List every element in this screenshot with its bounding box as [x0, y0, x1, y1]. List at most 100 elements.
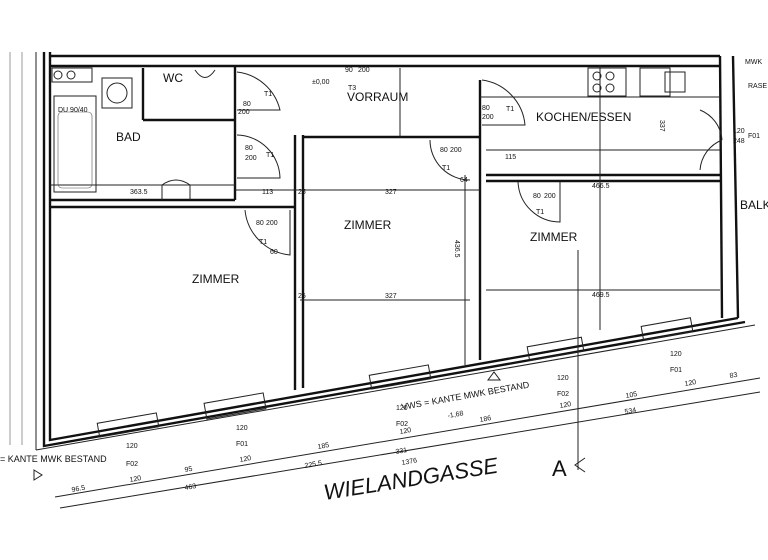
- door-width: 80: [440, 147, 448, 154]
- room-label-vorraum: VORRAUM: [347, 90, 408, 104]
- windows: [96, 317, 694, 438]
- dimension: 113: [262, 189, 273, 196]
- outer-walls: [35, 52, 756, 451]
- door-width: 80: [256, 220, 264, 227]
- level-note: -1,68: [447, 410, 464, 420]
- dimension: 469.5: [592, 292, 610, 299]
- dimension: 466.5: [592, 183, 610, 190]
- door-height: 200: [238, 109, 250, 116]
- room-label-zimmer-right: ZIMMER: [530, 230, 578, 244]
- dimension: 25: [298, 189, 306, 196]
- section-arrow-icon: [33, 469, 43, 481]
- window-type: F02: [396, 421, 408, 428]
- dimension: 534: [624, 407, 637, 416]
- wc-sink: [194, 69, 216, 78]
- washing-machine: [101, 77, 133, 109]
- room-label-zimmer-middle: ZIMMER: [344, 218, 392, 232]
- dimension: 436.5: [453, 240, 460, 258]
- dimension: 327: [385, 293, 397, 300]
- window-type: F02: [126, 461, 138, 468]
- interior-dimensions: 363.5 113 25 327 327 25 115 466.5 469.5 …: [130, 120, 665, 300]
- door-width: 80: [482, 105, 490, 112]
- window-size: 120: [396, 405, 408, 412]
- door-type: T1: [536, 209, 544, 216]
- interior-walls: [50, 65, 720, 390]
- section-mark: A: [552, 456, 567, 481]
- door-type: T1: [259, 239, 267, 246]
- triangle-marker-icon: [487, 371, 501, 381]
- toilet: [161, 179, 191, 200]
- dimension: 363.5: [130, 189, 148, 196]
- bathtub: [53, 95, 97, 193]
- door-width: 80: [245, 145, 253, 152]
- window-type: F02: [557, 391, 569, 398]
- mwk-label: MWK: [745, 59, 762, 66]
- door-height: 248: [733, 138, 745, 145]
- door-type: T1: [264, 91, 272, 98]
- door-width: 120: [733, 128, 745, 135]
- window-size: 120: [557, 375, 569, 382]
- dimension: 120: [684, 379, 697, 388]
- dimension: 25: [298, 293, 306, 300]
- bottom-dimensions: 96.5 120 95 463 120 185 225.5 120 331 18…: [71, 372, 738, 494]
- dimension: 105: [625, 391, 638, 400]
- dimension: 120: [399, 427, 412, 436]
- dimension: 120: [559, 401, 572, 410]
- door-height: 200: [245, 155, 257, 162]
- dimension: 120: [239, 455, 252, 464]
- level-label: ±0,00: [312, 79, 330, 86]
- door-type: T1: [266, 152, 274, 159]
- dimension: 331: [395, 447, 408, 456]
- window-size: 120: [126, 443, 138, 450]
- dimension: 120: [129, 475, 142, 484]
- room-label-zimmer-left: ZIMMER: [192, 272, 240, 286]
- door-swings: [236, 71, 723, 256]
- door-height: 200: [482, 114, 494, 121]
- dimension: 337: [658, 120, 665, 132]
- door-labels: 80 200 T1 80 200 T1 80 200 T1 80 200 T1 …: [238, 67, 760, 246]
- room-label-wc: WC: [163, 71, 183, 85]
- window-labels: F02 F01 F02 F02 F01 120 120 120 120 120: [126, 351, 682, 468]
- window-size: 120: [670, 351, 682, 358]
- dimension: 115: [505, 154, 516, 161]
- room-label-kochen-essen: KOCHEN/ESSEN: [536, 110, 631, 124]
- dimension: 327: [385, 189, 397, 196]
- room-label-bad: BAD: [116, 130, 141, 144]
- window-type: F01: [236, 441, 248, 448]
- dimension: 83: [729, 372, 738, 380]
- window-type: F01: [670, 367, 682, 374]
- bathtub-label: DU 90/40: [58, 107, 88, 114]
- door-height: 200: [358, 67, 370, 74]
- door-type: F01: [748, 133, 760, 140]
- door-height: 200: [450, 147, 462, 154]
- dimension: 225.5: [304, 460, 323, 470]
- door-width: 90: [345, 67, 353, 74]
- rase-label: RASE: [748, 83, 767, 90]
- door-height: 200: [544, 193, 556, 200]
- door-width: 80: [533, 193, 541, 200]
- dimension: 64: [460, 177, 468, 184]
- room-label-balkon: BALKO: [740, 198, 768, 212]
- kante-note: = KANTE MWK BESTAND: [0, 454, 107, 464]
- dimension: 96.5: [71, 485, 86, 494]
- kitchen-sink: [639, 67, 686, 97]
- dimension: 1376: [401, 457, 418, 467]
- window-size: 120: [236, 425, 248, 432]
- door-height: 200: [266, 220, 278, 227]
- dimension: 463: [184, 483, 197, 492]
- bottom-dimension-lines: [54, 250, 761, 509]
- dimension: 186: [479, 415, 492, 424]
- door-type: T3: [348, 85, 356, 92]
- stove: [587, 67, 627, 97]
- vws-note: VWS = KANTE MWK BESTAND: [401, 380, 531, 412]
- door-type: T1: [442, 165, 450, 172]
- door-width: 80: [243, 101, 251, 108]
- dimension: 60: [270, 249, 278, 256]
- dimension: 95: [184, 466, 193, 474]
- section-arrow-icon: [574, 457, 586, 473]
- dimension: 185: [317, 442, 330, 451]
- boiler: [51, 67, 93, 83]
- door-type: T1: [506, 106, 514, 113]
- left-dimension-lines: [9, 52, 37, 450]
